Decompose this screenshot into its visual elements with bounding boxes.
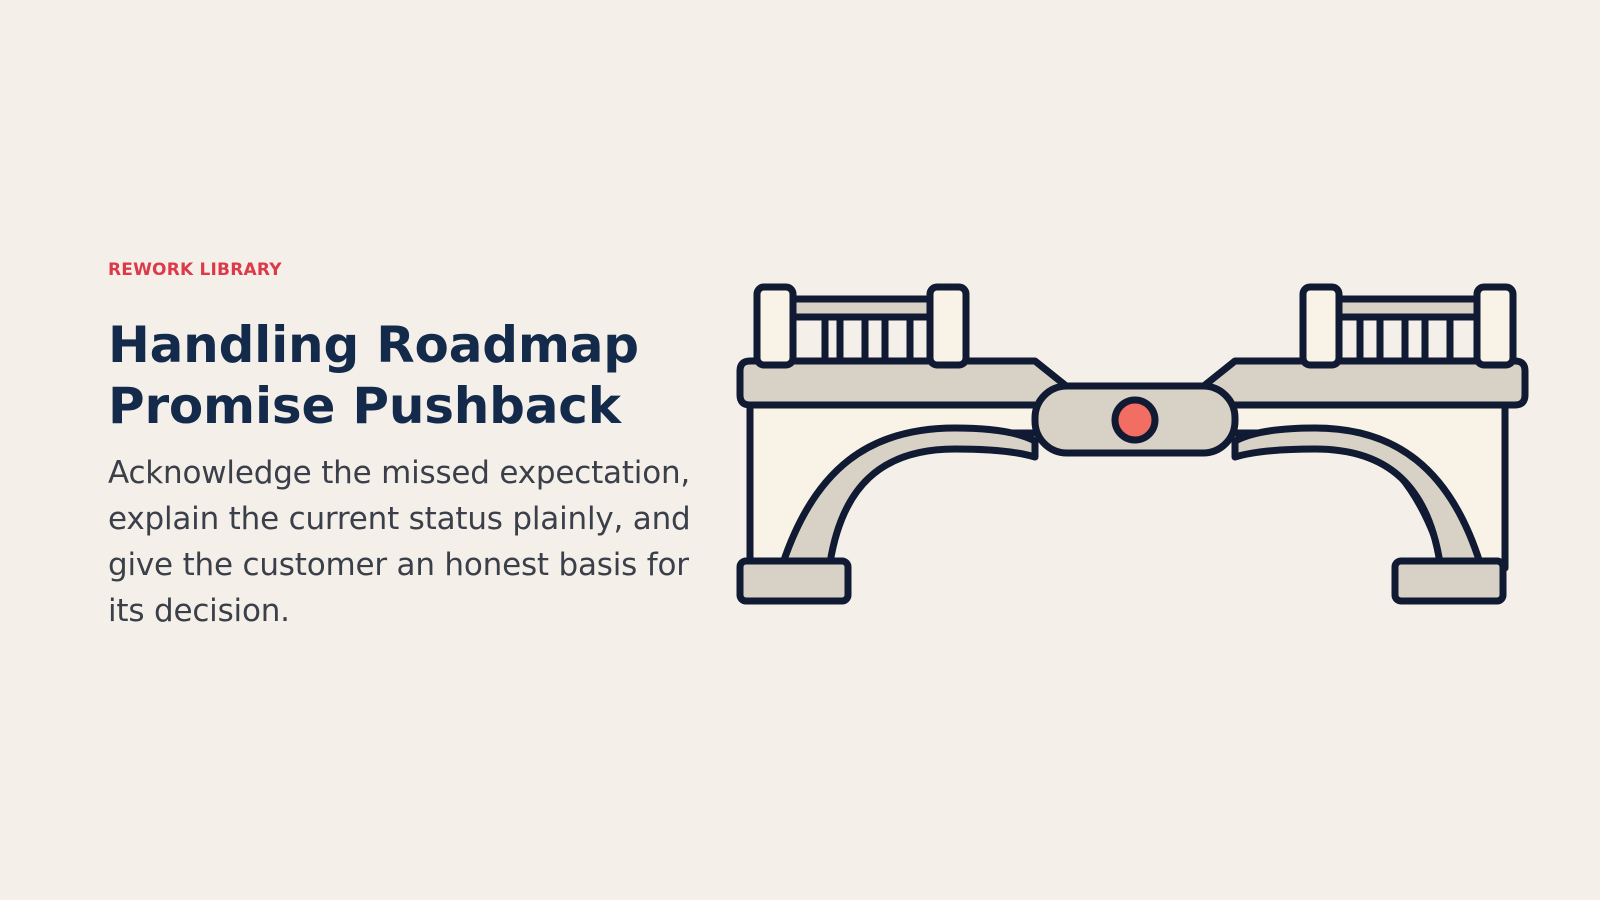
- bridge-feet: [736, 557, 1507, 605]
- left-rail-bars: [821, 317, 914, 361]
- description-text: Acknowledge the missed expectation, expl…: [108, 455, 691, 629]
- left-post-inner: [926, 283, 970, 369]
- left-rail-top: [789, 295, 934, 321]
- right-railing: [1299, 283, 1517, 369]
- page-title: Handling Roadmap Promise Pushback: [108, 315, 698, 437]
- hero-copy: REWORK LIBRARY Handling Roadmap Promise …: [108, 258, 698, 634]
- right-foot: [1391, 557, 1507, 605]
- bridge-deck: [736, 357, 1529, 457]
- accent-dot: [1111, 396, 1159, 444]
- right-deck: [1196, 357, 1529, 409]
- bridge-icon: [736, 283, 1529, 605]
- title-line-2: Promise Pushback: [108, 377, 621, 435]
- right-rail-bars: [1356, 317, 1454, 361]
- left-foot: [736, 557, 852, 605]
- right-post-inner: [1299, 283, 1343, 369]
- right-post-outer: [1473, 283, 1517, 369]
- left-post-outer: [753, 283, 797, 369]
- right-rail-top: [1335, 295, 1481, 321]
- title-line-1: Handling Roadmap: [108, 316, 639, 374]
- left-railing: [753, 283, 970, 369]
- eyebrow-label: REWORK LIBRARY: [108, 260, 282, 280]
- right-arch-curve: [1231, 424, 1484, 567]
- left-arch-curve: [779, 424, 1039, 567]
